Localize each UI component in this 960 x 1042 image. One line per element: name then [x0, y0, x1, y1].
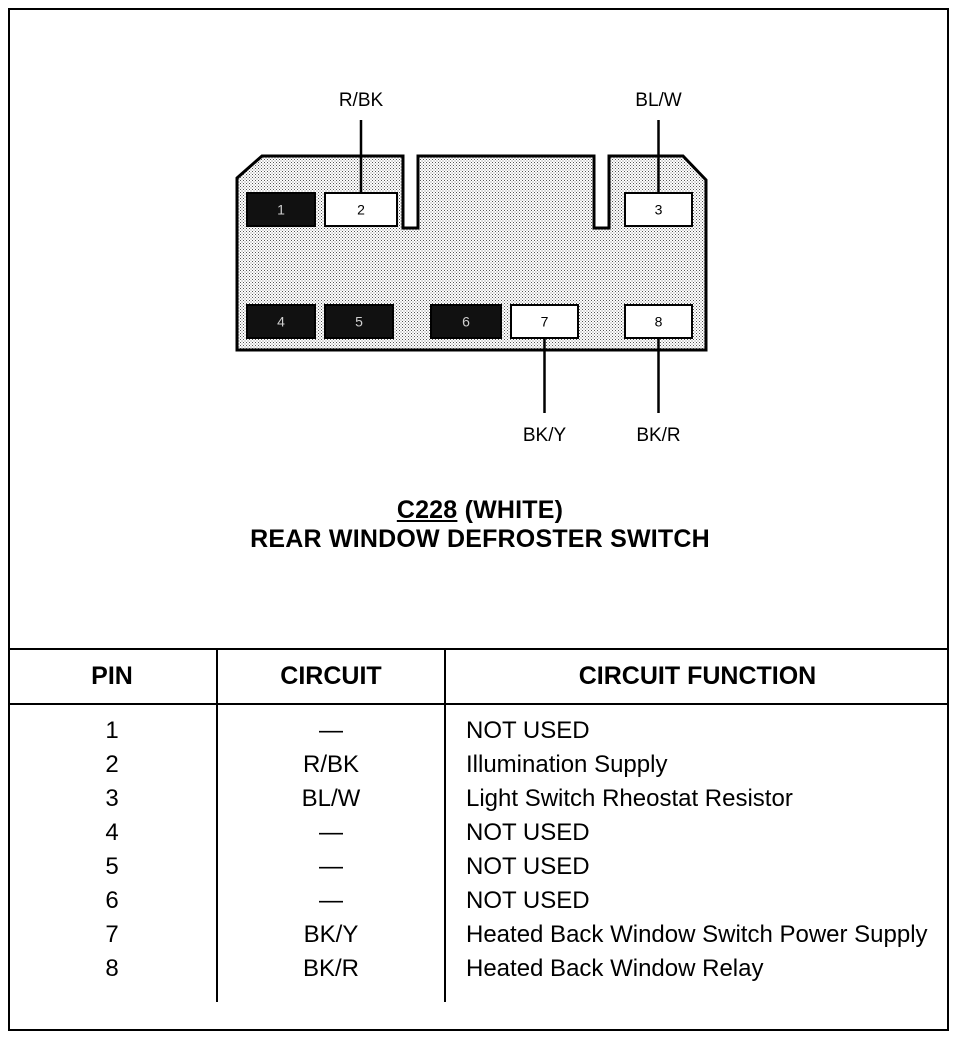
pin-number: 8 [655, 314, 663, 330]
function-cell: Heated Back Window Switch Power Supply [466, 921, 928, 948]
wire-label-pin-2: R/BK [339, 90, 384, 111]
wire-label-pin-3: BL/W [635, 90, 682, 111]
function-cell: NOT USED [466, 819, 590, 846]
table-row: 5 — NOT USED [8, 850, 949, 884]
header-circuit: CIRCUIT [217, 648, 446, 705]
function-cell: Light Switch Rheostat Resistor [466, 785, 793, 812]
pin-number: 5 [355, 314, 363, 330]
table-header-row: PIN CIRCUIT CIRCUIT FUNCTION [8, 648, 949, 705]
connector-caption: C228 (WHITE) [0, 496, 960, 525]
circuit-cell: BK/Y [217, 918, 446, 952]
table-row: 3 BL/W Light Switch Rheostat Resistor [8, 782, 949, 816]
function-cell: NOT USED [466, 853, 590, 880]
pin-table: PIN CIRCUIT CIRCUIT FUNCTION 1 — NOT USE… [8, 648, 949, 1002]
pin-number: 6 [462, 314, 470, 330]
function-cell: Heated Back Window Relay [466, 955, 764, 982]
circuit-cell: BK/R [217, 952, 446, 1002]
pin-cell: 5 [8, 850, 218, 884]
circuit-cell: BL/W [217, 782, 446, 816]
table-row: 2 R/BK Illumination Supply [8, 748, 949, 782]
header-circuit-function: CIRCUIT FUNCTION [445, 648, 949, 705]
pin-number: 1 [277, 202, 285, 218]
table-row: 4 — NOT USED [8, 816, 949, 850]
wire-label-pin-8: BK/R [636, 425, 680, 446]
pin-number: 7 [541, 314, 549, 330]
pin-cell: 7 [8, 918, 218, 952]
wire-labels: R/BK BL/W BK/Y BK/R [339, 90, 682, 446]
wire-label-pin-7: BK/Y [523, 425, 567, 446]
diagram-frame [8, 8, 949, 1031]
table-row: 8 BK/R Heated Back Window Relay [8, 952, 949, 1002]
function-cell: NOT USED [466, 717, 590, 744]
pin-cavity-8 [624, 304, 693, 339]
pin-cavities: 1 2 3 4 5 6 7 8 [246, 192, 693, 339]
circuit-cell: — [217, 816, 446, 850]
circuit-cell: — [217, 884, 446, 918]
function-cell: Illumination Supply [466, 751, 668, 778]
pin-cavity-3 [624, 192, 693, 227]
pin-cell: 2 [8, 748, 218, 782]
circuit-cell: — [217, 704, 446, 748]
pin-cell: 8 [8, 952, 218, 1002]
table-row: 1 — NOT USED [8, 704, 949, 748]
circuit-cell: R/BK [217, 748, 446, 782]
pin-cavity-5 [324, 304, 394, 339]
pin-cavity-7 [510, 304, 579, 339]
pin-number: 3 [655, 202, 663, 218]
function-cell: NOT USED [466, 887, 590, 914]
pin-cell: 3 [8, 782, 218, 816]
pin-number: 4 [277, 314, 285, 330]
pin-cavity-1 [246, 192, 316, 227]
pin-cell: 6 [8, 884, 218, 918]
pin-cavity-6 [430, 304, 502, 339]
connector-color: (WHITE) [464, 496, 564, 524]
pin-cavity-2 [324, 192, 398, 227]
pin-cavity-4 [246, 304, 316, 339]
pin-cell: 1 [8, 704, 218, 748]
pin-number: 2 [357, 202, 365, 218]
header-pin: PIN [8, 648, 218, 705]
table-row: 7 BK/Y Heated Back Window Switch Power S… [8, 918, 949, 952]
circuit-cell: — [217, 850, 446, 884]
connector-id: C228 [396, 496, 458, 524]
table-row: 6 — NOT USED [8, 884, 949, 918]
pin-cell: 4 [8, 816, 218, 850]
connector-diagram: 1 2 3 4 5 6 7 8 R/BK BL/W BK/Y BK/R [235, 90, 708, 446]
connector-name: REAR WINDOW DEFROSTER SWITCH [250, 525, 710, 553]
